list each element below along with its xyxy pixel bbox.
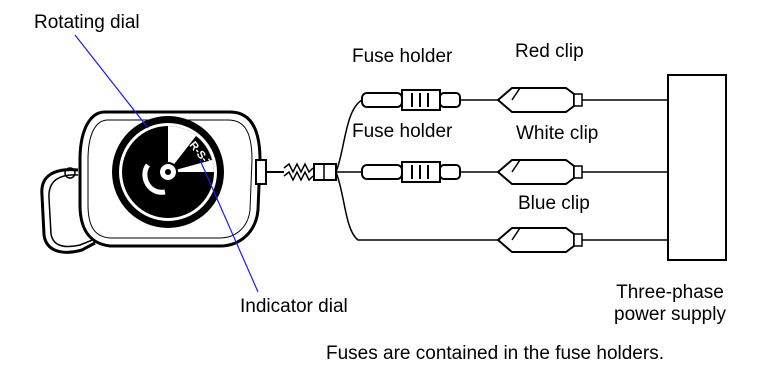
power-supply-label: Three-phase power supply <box>614 282 726 325</box>
indicator-dial-label: Indicator dial <box>240 296 348 317</box>
cable-junction <box>313 163 337 181</box>
strap <box>40 168 96 254</box>
blue-clip <box>496 227 583 253</box>
blue-clip-label: Blue clip <box>518 193 590 214</box>
fuse-holder-middle-label: Fuse holder <box>352 121 453 142</box>
red-clip-label: Red clip <box>515 41 584 62</box>
rotation-arrow-icon <box>142 163 166 195</box>
white-clip-label: White clip <box>516 123 599 144</box>
strap-inner <box>48 174 96 248</box>
lead-bottom <box>335 171 500 241</box>
lead-top <box>335 99 363 173</box>
white-clip <box>496 159 583 185</box>
rotating-dial-label: Rotating dial <box>34 12 140 33</box>
fuse-holder-top <box>361 89 461 111</box>
fuse-holder-top-label: Fuse holder <box>352 46 453 67</box>
footnote: Fuses are contained in the fuse holders. <box>326 343 664 364</box>
red-clip <box>496 87 583 113</box>
fuse-holder-middle <box>361 161 461 183</box>
rotating-dial-leader <box>74 34 149 129</box>
indicator-dial-leader <box>199 159 259 293</box>
power-supply-box <box>667 74 727 261</box>
